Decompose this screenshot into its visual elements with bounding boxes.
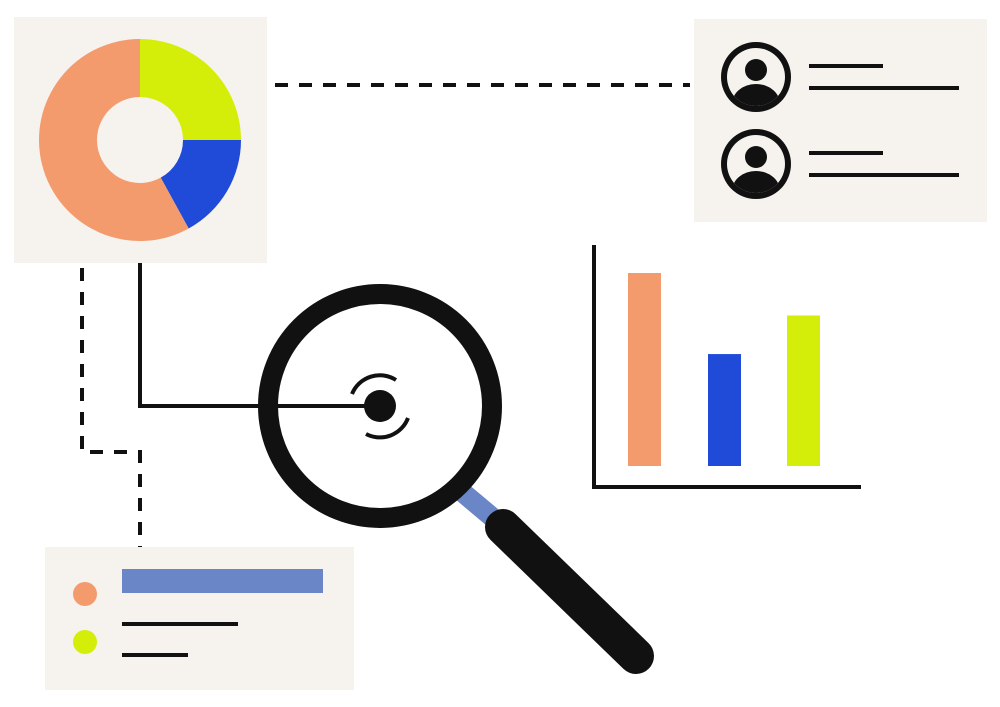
legend-highlight-bar [122,569,323,593]
bar-chart-bars [628,273,820,466]
bar-3 [787,315,820,466]
donut-chart [38,39,241,241]
user-list-card [694,19,987,222]
target-arc-top [350,373,398,395]
orange-dot-icon [73,582,97,606]
dashed-connector-left [80,268,142,548]
bar-2 [708,354,741,466]
user-row [721,42,959,112]
donut-slice-lime [140,39,241,140]
bar-chart [592,245,861,489]
user-avatar-icon [721,129,791,199]
user-avatar-icon [721,42,791,112]
target-arc-bottom [365,417,410,440]
bar-1 [628,273,661,466]
target-dot-icon [364,390,396,422]
user-row [721,129,959,199]
magnifier-handle [485,509,654,674]
lime-dot-icon [73,630,97,654]
donut-slice-orange [38,39,189,241]
legend-card [45,547,354,690]
donut-slice-blue [160,140,241,229]
donut-card [14,17,267,263]
magnifier-lens [258,284,502,528]
bar-chart-axes [592,245,861,489]
magnifying-glass-icon [258,284,654,674]
legend-card-bg [45,547,354,690]
